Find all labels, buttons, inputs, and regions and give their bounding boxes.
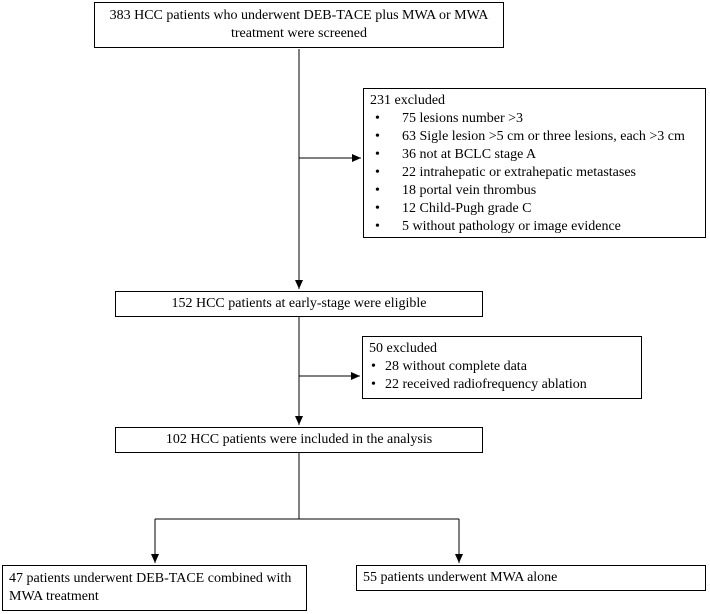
group-mwa-text: 55 patients underwent MWA alone bbox=[363, 570, 558, 585]
excluded-box-2: 50 excluded •28 without complete data •2… bbox=[362, 336, 642, 399]
excluded-1-item: •36 not at BCLC stage A bbox=[375, 147, 537, 162]
eligible-box: 152 HCC patients at early-stage were eli… bbox=[115, 291, 483, 317]
excluded-2-header: 50 excluded bbox=[369, 341, 438, 356]
excluded-1-item: •5 without pathology or image evidence bbox=[375, 219, 621, 234]
screened-text: 383 HCC patients who underwent DEB-TACE … bbox=[109, 8, 489, 41]
included-text: 102 HCC patients were included in the an… bbox=[165, 432, 433, 447]
group-combined-text: 47 patients underwent DEB-TACE combined … bbox=[9, 571, 292, 604]
group-combined-box: 47 patients underwent DEB-TACE combined … bbox=[2, 565, 307, 611]
excluded-box-1: 231 excluded •75 lesions number >3 •63 S… bbox=[363, 88, 706, 238]
excluded-1-item: •75 lesions number >3 bbox=[375, 111, 524, 126]
excluded-1-item: •22 intrahepatic or extrahepatic metasta… bbox=[375, 165, 637, 180]
excluded-1-header: 231 excluded bbox=[370, 93, 446, 108]
excluded-1-item: •18 portal vein thrombus bbox=[375, 183, 537, 198]
excluded-2-item: •22 received radiofrequency ablation bbox=[371, 377, 587, 392]
excluded-1-item: •63 Sigle lesion >5 cm or three lesions,… bbox=[375, 129, 685, 144]
eligible-text: 152 HCC patients at early-stage were eli… bbox=[171, 296, 427, 311]
excluded-1-item: •12 Child-Pugh grade C bbox=[375, 201, 532, 216]
group-mwa-box: 55 patients underwent MWA alone bbox=[356, 565, 706, 591]
excluded-2-item: •28 without complete data bbox=[371, 359, 527, 374]
screened-box: 383 HCC patients who underwent DEB-TACE … bbox=[94, 2, 504, 48]
included-box: 102 HCC patients were included in the an… bbox=[115, 427, 483, 453]
